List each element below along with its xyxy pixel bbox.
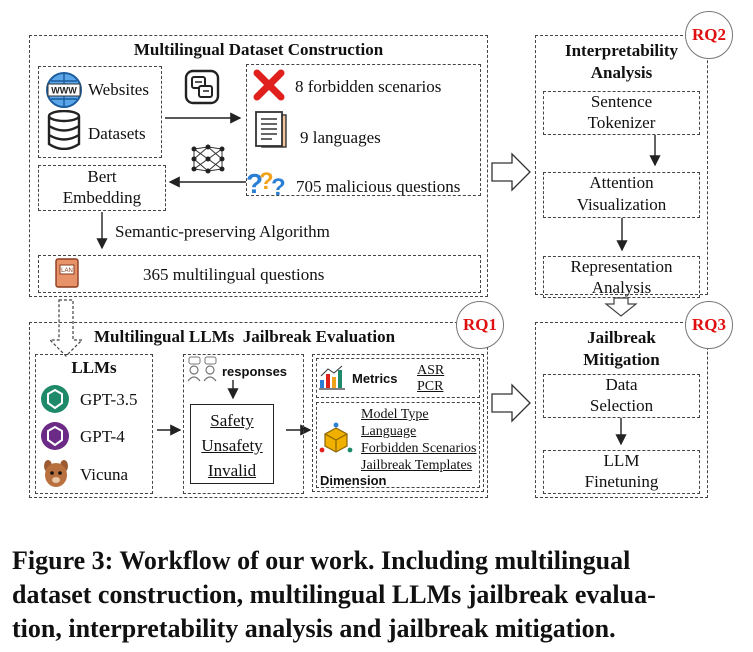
- llms-title: LLMs: [71, 358, 117, 377]
- result-label: 365 multilingual questions: [143, 265, 325, 284]
- llms-box: [35, 354, 153, 494]
- question-marks-icon: ? ? ?: [246, 165, 288, 204]
- finetuning-box: [543, 450, 700, 494]
- database-icon: [47, 109, 81, 155]
- attention-line1: Attention: [589, 173, 654, 192]
- svg-text:WWW: WWW: [51, 86, 77, 96]
- gpt4-logo-icon: [40, 421, 70, 456]
- stat-malicious-questions: 705 malicious questions: [296, 177, 461, 196]
- finetuning-line1: LLM: [603, 451, 640, 470]
- attention-box: [543, 172, 700, 218]
- metric-asr: ASR: [417, 363, 445, 378]
- representation-box: [543, 256, 700, 298]
- algorithm-label: Semantic-preserving Algorithm: [115, 222, 330, 241]
- data-selection-line1: Data: [605, 375, 638, 394]
- llm-gpt4: GPT-4: [80, 427, 125, 446]
- sources-box: [38, 66, 162, 158]
- source-websites: Websites: [88, 80, 149, 99]
- evaluation-panel: [29, 322, 488, 498]
- label-safety: Safety: [210, 411, 254, 430]
- rq2-badge: RQ2: [685, 11, 733, 59]
- translate-icon: [184, 69, 220, 110]
- interpretability-panel: [535, 35, 708, 295]
- svg-text:LAN: LAN: [61, 268, 73, 274]
- attention-line2: Visualization: [576, 195, 667, 214]
- svg-text:?: ?: [246, 168, 263, 199]
- dataset-construction-title: Multilingual Dataset Construction: [133, 40, 384, 59]
- mitigation-title-line1: Jailbreak: [587, 328, 656, 347]
- tokenizer-line1: Sentence: [590, 92, 653, 111]
- block-arrow-to-mitigation-down: [604, 297, 638, 317]
- gpt35-logo-icon: [40, 384, 70, 419]
- dimension-model-type: Model Type: [361, 407, 429, 422]
- bar-chart-icon: [318, 364, 346, 395]
- vicuna-logo-icon: [40, 457, 72, 494]
- cube-dimension-icon: [319, 422, 353, 461]
- tokenizer-line2: Tokenizer: [587, 113, 656, 132]
- metrics-label: Metrics: [352, 371, 398, 386]
- representation-line1: Representation: [570, 257, 673, 276]
- responses-label: responses: [222, 364, 288, 379]
- interpretability-title-line1: Interpretability: [564, 41, 678, 60]
- metrics-dimension-box: [312, 354, 484, 492]
- responses-box: [183, 354, 304, 494]
- labels-box: [190, 404, 274, 484]
- llm-gpt35: GPT-3.5: [80, 390, 138, 409]
- label-invalid: Invalid: [207, 461, 257, 480]
- result-box: [38, 255, 481, 293]
- dimension-jailbreak-templates: Jailbreak Templates: [361, 458, 473, 473]
- block-arrow-to-interpretability: [491, 152, 531, 192]
- data-selection-box: [543, 374, 700, 418]
- forbidden-x-icon: [252, 68, 286, 107]
- mitigation-title-line2: Mitigation: [583, 350, 660, 369]
- dataset-construction-panel: [29, 35, 488, 297]
- interpretability-title-line2: Analysis: [590, 63, 653, 82]
- globe-www-icon: WWW: [45, 71, 83, 114]
- finetuning-line2: Finetuning: [584, 472, 659, 491]
- caption-line3: tion, interpretability analysis and jail…: [12, 614, 616, 643]
- source-datasets: Datasets: [88, 124, 146, 143]
- block-arrow-to-mitigation: [491, 383, 531, 423]
- neural-network-icon: [190, 143, 226, 180]
- statistics-box: [246, 64, 481, 196]
- evaluation-title: Multilingual LLMs Jailbreak Evaluation: [94, 327, 396, 346]
- bert-label-line2: Embedding: [62, 188, 142, 207]
- block-arrow-to-evaluation: [48, 299, 84, 357]
- language-book-icon: LAN: [54, 257, 80, 294]
- representation-line2: Analysis: [591, 278, 652, 297]
- data-selection-line2: Selection: [589, 396, 654, 415]
- metric-pcr: PCR: [417, 379, 444, 394]
- dimension-forbidden-scenarios: Forbidden Scenarios: [361, 441, 477, 456]
- caption-line2: dataset construction, multilingual LLMs …: [12, 580, 656, 609]
- mitigation-panel: [535, 322, 708, 498]
- stat-languages: 9 languages: [300, 128, 381, 147]
- bert-label-line1: Bert: [87, 167, 117, 186]
- document-icon: [252, 110, 290, 155]
- chat-people-icon: [186, 356, 220, 387]
- dimension-label: Dimension: [320, 473, 387, 488]
- label-unsafety: Unsafety: [201, 436, 263, 455]
- bert-embedding-box: [38, 165, 166, 211]
- svg-text:?: ?: [259, 168, 274, 195]
- rq3-badge: RQ3: [685, 301, 733, 349]
- stat-forbidden-scenarios: 8 forbidden scenarios: [295, 77, 442, 96]
- dimension-language: Language: [361, 424, 417, 439]
- rq1-badge: RQ1: [456, 301, 504, 349]
- tokenizer-box: [543, 91, 700, 135]
- llm-vicuna: Vicuna: [80, 465, 129, 484]
- caption-line1: Figure 3: Workflow of our work. Includin…: [12, 546, 631, 575]
- dimension-box: [316, 402, 480, 488]
- metrics-box: [316, 358, 480, 398]
- svg-text:?: ?: [271, 174, 286, 199]
